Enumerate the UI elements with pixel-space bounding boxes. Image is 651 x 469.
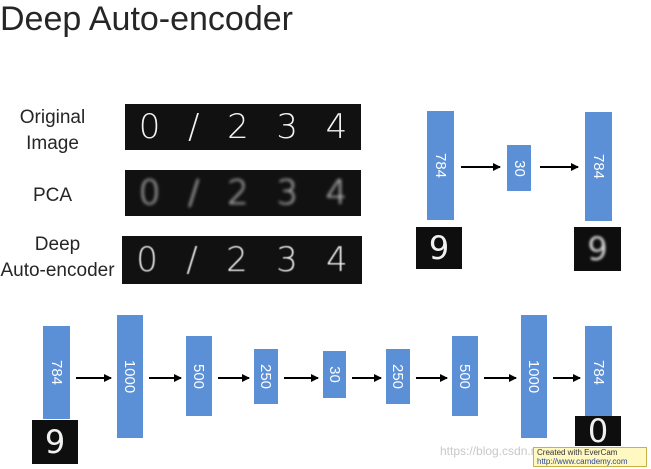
original-digits-image: 0 / 2 3 4 [125, 104, 361, 150]
deep-autoencoder-digits-image: 0 / 2 3 4 [122, 236, 362, 284]
small-net-layer-input: 784 [427, 111, 454, 220]
deep-digit-3: 3 [276, 240, 298, 280]
original-digit-1: / [188, 107, 200, 147]
row-label-deep: Deep Auto-encoder [0, 232, 115, 284]
pca-digit-0: 0 [138, 173, 161, 213]
small-net-output-digit: 9 [587, 230, 608, 268]
row-label-original-line2: Image [26, 133, 79, 154]
row-label-deep-line2: Auto-encoder [0, 260, 115, 281]
row-label-original: Original Image [10, 105, 95, 157]
original-digit-2: 2 [227, 107, 249, 147]
original-digit-0: 0 [138, 107, 161, 147]
row-label-original-line1: Original [19, 107, 86, 128]
deep-net-layer-9: 784 [585, 326, 612, 419]
deep-net-layer-1: 784 [43, 326, 70, 419]
small-net-input-digit: 9 [428, 229, 450, 267]
deep-net-layer-4: 250 [254, 349, 278, 404]
row-label-deep-line1: Deep [34, 234, 81, 255]
small-net-output-digit-image: 9 [574, 227, 621, 271]
deep-net-layer-3: 500 [186, 336, 212, 416]
deep-digit-4: 4 [326, 240, 348, 280]
evercam-logo-line2: http://www.camdemy.com [537, 457, 628, 466]
deep-digit-0: 0 [136, 240, 158, 280]
pca-digit-2: 2 [227, 173, 249, 213]
evercam-logo-line1: Created with EverCam [537, 448, 618, 457]
original-digit-3: 3 [276, 107, 298, 147]
deep-net-layer-5: 30 [323, 351, 346, 398]
deep-digit-2: 2 [226, 240, 248, 280]
pca-digit-4: 4 [325, 173, 348, 213]
deep-net-layer-8: 1000 [521, 315, 547, 438]
evercam-logo: Created with EverCam http://www.camdemy.… [533, 447, 647, 467]
page-title: Deep Auto-encoder [0, 0, 293, 38]
deep-net-layer-7: 500 [452, 336, 478, 416]
deep-net-input-digit: 9 [44, 423, 66, 461]
small-net-layer-output: 784 [585, 112, 612, 221]
small-net-layer-code: 30 [507, 145, 531, 191]
deep-net-output-digit-image: 0 [575, 416, 621, 446]
row-label-pca: PCA [32, 185, 73, 206]
pca-digit-1: / [188, 173, 200, 213]
deep-net-output-digit: 0 [587, 416, 609, 446]
pca-digit-3: 3 [276, 173, 298, 213]
deep-digit-1: / [186, 240, 198, 280]
pca-digits-image: 0 / 2 3 4 [125, 170, 361, 216]
deep-net-input-digit-image: 9 [32, 420, 78, 464]
deep-net-layer-6: 250 [386, 349, 410, 404]
small-net-input-digit-image: 9 [416, 227, 462, 269]
original-digit-4: 4 [325, 107, 348, 147]
deep-net-layer-2: 1000 [117, 315, 143, 438]
watermark-text: https://blog.csdn.net/ [440, 444, 551, 458]
